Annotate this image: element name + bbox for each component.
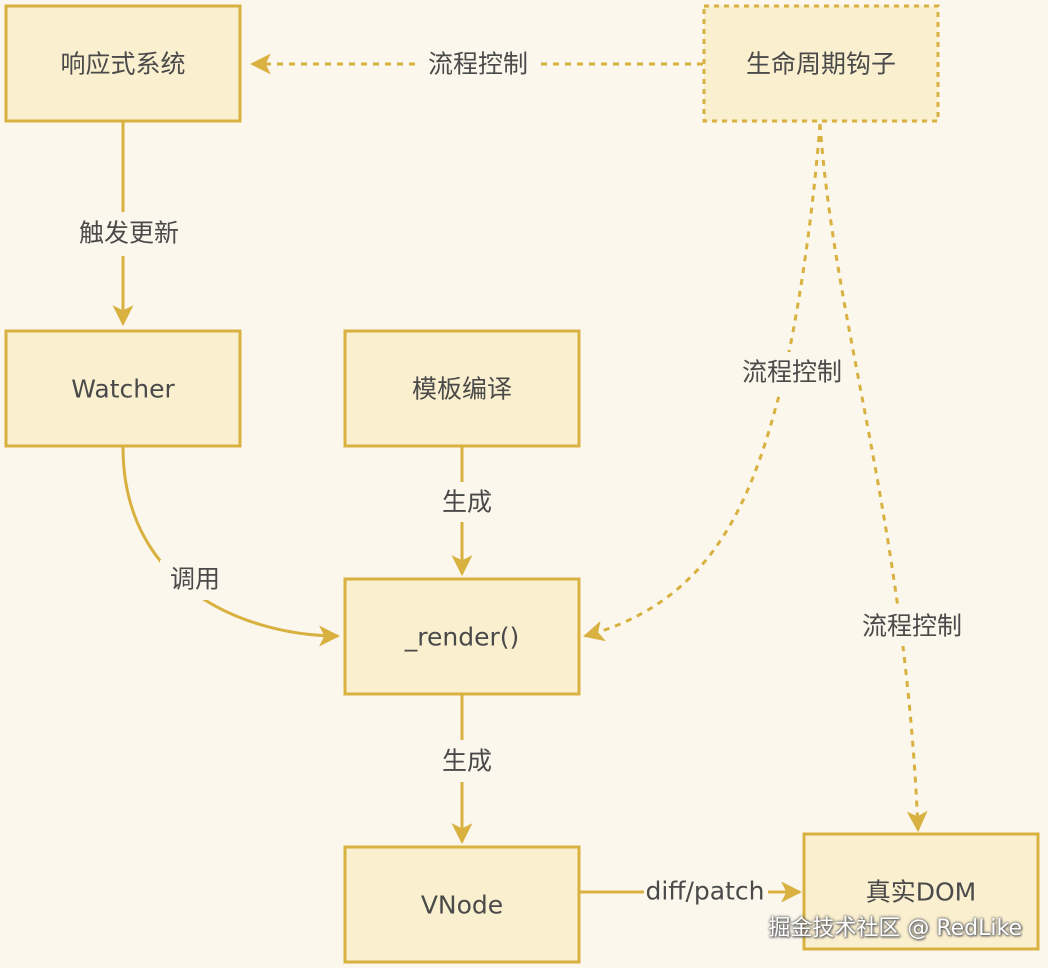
node-reactive-system: 响应式系统 [4,4,242,123]
edge-label-call: 调用 [170,565,220,594]
edge-lifecycle-to-realdom: 流程控制 [818,123,972,833]
node-template-compile: 模板编译 [343,329,581,448]
edge-lifecycle-to-reactive: 流程控制 [249,44,703,84]
edge-label-flow-control-middle: 流程控制 [742,358,842,387]
node-render: _render() [343,577,581,696]
node-lifecycle-hooks: 生命周期钩子 [702,4,940,123]
node-vnode: VNode [343,845,581,964]
edge-label-diff-patch: diff/patch [645,877,764,906]
edge-render-to-vnode: 生成 [432,694,502,845]
edge-label-generate-1: 生成 [442,488,492,517]
edge-template-to-render: 生成 [432,447,502,577]
edge-label-flow-control-top: 流程控制 [428,50,528,79]
edge-watcher-to-render: 调用 [121,446,341,647]
node-render-label: _render() [404,623,520,652]
edge-label-trigger-update: 触发更新 [79,219,179,248]
watermark: 掘金技术社区 @ RedLike [768,916,1022,941]
node-template-compile-label: 模板编译 [412,375,512,404]
node-watcher-label: Watcher [71,375,175,404]
node-vnode-label: VNode [421,891,503,920]
node-lifecycle-hooks-label: 生命周期钩子 [746,50,896,79]
edge-lifecycle-to-render [582,123,822,642]
edge-label-generate-2: 生成 [442,747,492,776]
edge-vnode-to-realdom: diff/patch [580,874,803,910]
node-reactive-system-label: 响应式系统 [60,50,185,79]
node-real-dom: 真实DOM [802,832,1040,951]
edge-label-flow-control-middle-group: 流程控制 [732,352,852,392]
node-real-dom-label: 真实DOM [866,878,977,907]
edge-reactive-to-watcher: 触发更新 [68,122,192,327]
node-watcher: Watcher [4,329,242,448]
edge-label-flow-control-right: 流程控制 [862,612,962,641]
